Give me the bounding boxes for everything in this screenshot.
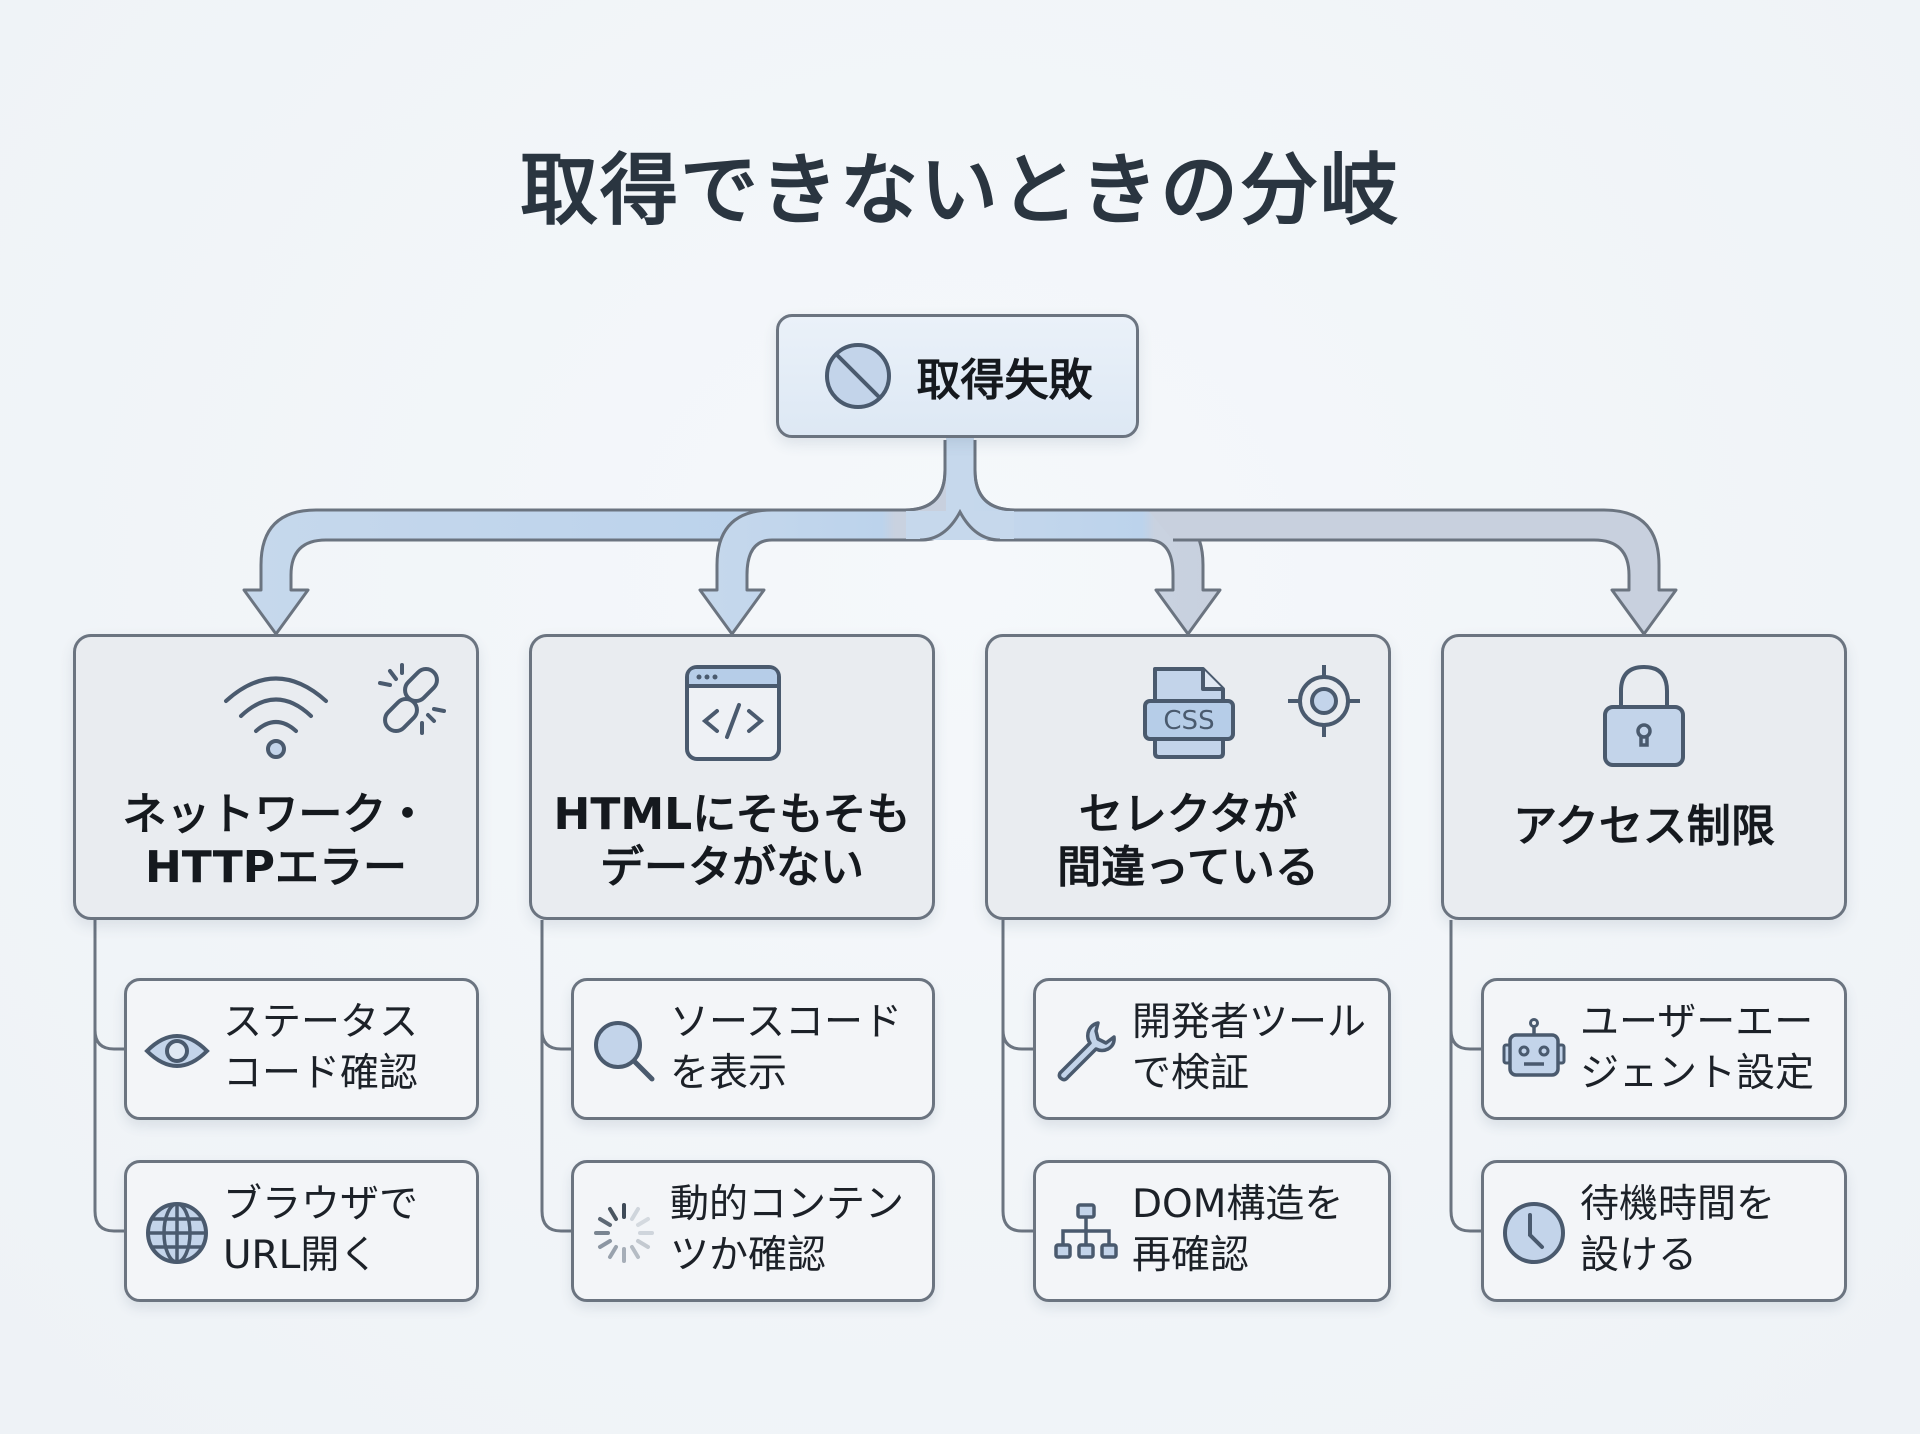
branch-heading: セレクタが 間違っている bbox=[1057, 789, 1319, 893]
prohibited-icon bbox=[824, 343, 891, 409]
sub-item-set-user-agent: ユーザーエー ジェント設定 bbox=[1481, 978, 1847, 1120]
sub-item-label: ステータス コード確認 bbox=[223, 1000, 419, 1096]
sub-item-label: ユーザーエー ジェント設定 bbox=[1580, 1000, 1815, 1096]
globe-icon bbox=[146, 1202, 208, 1264]
branch-heading: アクセス制限 bbox=[1513, 800, 1775, 852]
robot-icon bbox=[1502, 1018, 1566, 1077]
lock-icon bbox=[1603, 664, 1685, 767]
code-window-icon bbox=[685, 665, 781, 761]
clock-icon bbox=[1503, 1202, 1565, 1264]
sub-item-label: ソースコード を表示 bbox=[670, 1000, 903, 1096]
arrow-to-branch-3 bbox=[958, 440, 1222, 636]
broken-link-icon bbox=[378, 663, 446, 735]
sub-item-inspect-devtools: 開発者ツール で検証 bbox=[1033, 978, 1391, 1120]
root-node: 取得失敗 bbox=[776, 314, 1139, 438]
sub-item-view-source: ソースコード を表示 bbox=[571, 978, 935, 1120]
sub-item-label: DOM構造を 再確認 bbox=[1132, 1182, 1344, 1278]
branch-card-access-restriction: アクセス制限 bbox=[1441, 634, 1847, 920]
branch-heading: HTMLにそもそも データがない bbox=[553, 789, 911, 893]
loading-spinner-icon bbox=[594, 1203, 654, 1263]
sub-item-label: 開発者ツール で検証 bbox=[1132, 1000, 1367, 1096]
wifi-icon bbox=[224, 676, 328, 759]
root-label: 取得失敗 bbox=[916, 355, 1093, 406]
css-file-icon: CSS bbox=[1143, 667, 1235, 759]
sub-item-label: 待機時間を 設ける bbox=[1580, 1182, 1776, 1278]
branch-card-network-http-error: ネットワーク・ HTTPエラー bbox=[73, 634, 479, 920]
sub-item-check-status-code: ステータス コード確認 bbox=[124, 978, 479, 1120]
branch-card-wrong-selector: CSS セレクタが 間違っている bbox=[985, 634, 1391, 920]
sub-item-check-dynamic-content: 動的コンテン ツか確認 bbox=[571, 1160, 935, 1302]
arrow-to-branch-1 bbox=[242, 440, 961, 636]
branch-card-no-data-in-html: HTMLにそもそも データがない bbox=[529, 634, 935, 920]
sub-item-recheck-dom: DOM構造を 再確認 bbox=[1033, 1160, 1391, 1302]
eye-icon bbox=[144, 1034, 210, 1068]
css-badge: CSS bbox=[1163, 706, 1214, 736]
arrow-to-branch-2 bbox=[698, 508, 962, 636]
sub-item-label: 動的コンテン ツか確認 bbox=[670, 1182, 905, 1278]
sub-item-add-wait-time: 待機時間を 設ける bbox=[1481, 1160, 1847, 1302]
branch-heading: ネットワーク・ HTTPエラー bbox=[122, 789, 430, 893]
sub-item-label: ブラウザで URL開く bbox=[223, 1182, 419, 1278]
arrow-to-branch-4 bbox=[1148, 508, 1678, 636]
search-icon bbox=[594, 1021, 655, 1082]
sitemap-icon bbox=[1054, 1203, 1118, 1259]
page-title: 取得できないときの分岐 bbox=[519, 146, 1400, 236]
target-icon bbox=[1288, 665, 1360, 737]
wrench-icon bbox=[1057, 1021, 1116, 1082]
sub-item-open-url-in-browser: ブラウザで URL開く bbox=[124, 1160, 479, 1302]
